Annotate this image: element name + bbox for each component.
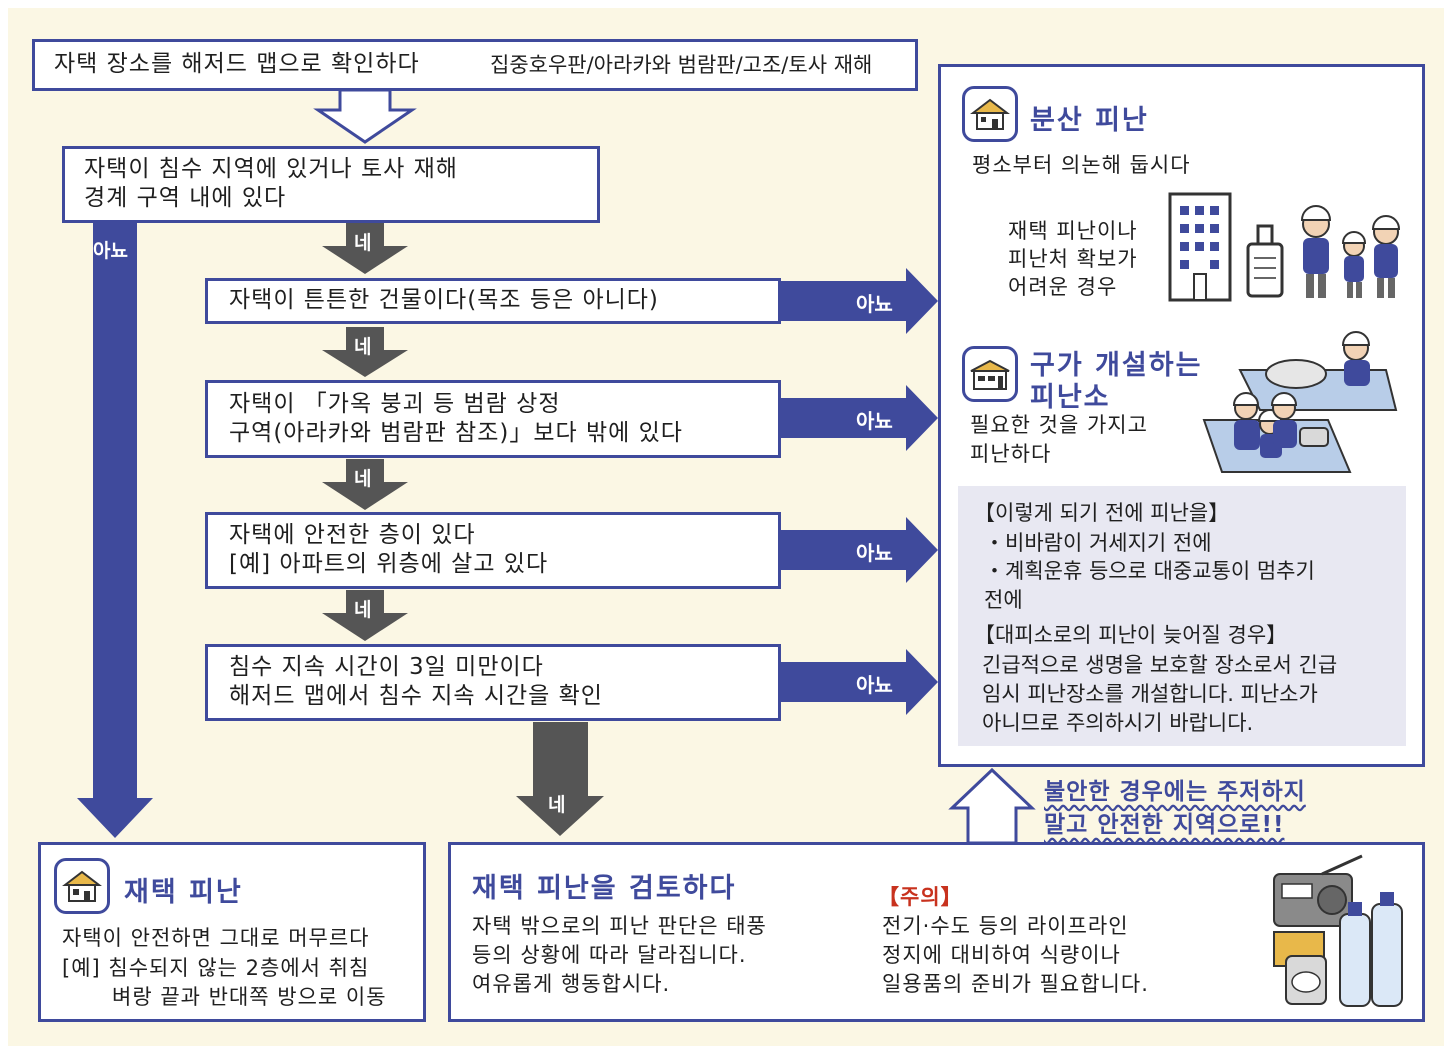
warning-line-1: 불안한 경우에는 주저하지	[1044, 779, 1306, 805]
question-box-1	[62, 146, 600, 223]
no-arrow-2	[780, 268, 938, 334]
q5-line-2: 해저드 맵에서 침수 지속 시간을 확인	[229, 683, 603, 709]
caution-label: 【주의】	[878, 885, 963, 909]
no-arrow-3	[780, 385, 938, 451]
q1-line-2: 경계 구역 내에 있다	[84, 185, 287, 211]
consider-line-1: 자택 밖으로의 피난 판단은 태풍	[472, 914, 767, 938]
warning-line-2: 말고 안전한 지역으로!!	[1044, 812, 1285, 838]
q4-line-1: 자택에 안전한 층이 있다	[229, 522, 476, 548]
yes-arrow-5	[516, 722, 604, 836]
dispersed-evacuation-title: 분산 피난	[1030, 105, 1149, 136]
yes-arrow-2	[322, 327, 408, 377]
q5-line-1: 침수 지속 시간이 3일 미만이다	[229, 654, 544, 680]
no-label-3: 아뇨	[856, 409, 893, 433]
no-label-4: 아뇨	[856, 541, 893, 565]
home-evacuation-title: 재택 피난	[124, 877, 243, 908]
question-box-5	[205, 644, 781, 721]
no-label-5: 아뇨	[856, 673, 893, 697]
house-icon	[962, 86, 1018, 142]
building-evacuees-illustration	[1168, 192, 1401, 302]
note-line-5: 【대피소로의 피난이 늦어질 경우】	[974, 623, 1288, 647]
yes-arrow-4	[322, 590, 408, 641]
evacuation-note-panel	[958, 486, 1406, 746]
caution-line-1: 전기·수도 등의 라이프라인	[882, 914, 1129, 938]
difficult-line-3: 어려운 경우	[1008, 275, 1118, 299]
yes-arrow-1	[322, 223, 408, 274]
note-line-1: 【이렇게 되기 전에 피난을】	[974, 501, 1230, 525]
q4-line-2: [예] 아파트의 위층에 살고 있다	[229, 551, 549, 577]
note-line-3: ・계획운휴 등으로 대중교통이 멈추기	[984, 559, 1315, 583]
consider-line-2: 등의 상황에 따라 달라집니다.	[472, 943, 747, 967]
emergency-supplies-illustration	[1273, 854, 1403, 1007]
home-icon	[54, 858, 110, 914]
note-line-6: 긴급적으로 생명을 보호할 장소로서 긴급	[982, 653, 1338, 677]
q3-line-1: 자택이 「가옥 붕괴 등 범람 상정	[229, 391, 561, 417]
shelter-title-1: 구가 개설하는	[1030, 350, 1203, 381]
difficult-line-1: 재택 피난이나	[1008, 219, 1138, 243]
home-line-1: 자택이 안전하면 그대로 머무르다	[62, 926, 370, 950]
dispersed-evacuation-sub: 평소부터 의논해 둡시다	[972, 153, 1191, 177]
difficult-line-2: 피난처 확보가	[1008, 247, 1138, 271]
shelter-sub-2: 피난하다	[970, 442, 1052, 466]
note-line-4: 전에	[984, 588, 1023, 612]
no-arrow-5	[780, 649, 938, 715]
hollow-arrow-up	[948, 767, 1036, 845]
consider-line-3: 여유롭게 행동합시다.	[472, 972, 671, 996]
q1-line-1: 자택이 침수 지역에 있거나 토사 재해	[84, 156, 458, 182]
q2-line-1: 자택이 튼튼한 건물이다(목조 등은 아니다)	[229, 287, 659, 313]
yes-arrow-3	[322, 459, 408, 510]
caution-line-2: 정지에 대비하여 식량이나	[882, 943, 1121, 967]
hollow-arrow-down	[313, 88, 417, 144]
shelter-sub-1: 필요한 것을 가지고	[970, 413, 1148, 437]
question-box-4	[205, 512, 781, 589]
yes-label-2: 네	[354, 336, 372, 358]
consider-title: 재택 피난을 검토하다	[472, 873, 737, 904]
note-line-2: ・비바람이 거세지기 전에	[984, 531, 1212, 555]
hazard-map-title: 자택 장소를 해저드 맵으로 확인하다	[54, 51, 420, 77]
hazard-map-editions: 집중호우판/아라카와 범람판/고조/토사 재해	[490, 53, 873, 77]
shelter-people-illustration	[1202, 331, 1398, 473]
q1-no-arrow	[77, 221, 153, 838]
note-line-8: 아니므로 주의하시기 바랍니다.	[982, 711, 1254, 735]
home-line-2: [예] 침수되지 않는 2층에서 취침	[62, 956, 370, 980]
yes-label-4: 네	[354, 599, 372, 621]
shelter-title-2: 피난소	[1030, 382, 1111, 413]
yes-label-3: 네	[354, 468, 372, 490]
question-box-2	[205, 278, 781, 324]
hazard-map-box	[32, 39, 918, 91]
home-line-3: 벼랑 끝과 반대쪽 방으로 이동	[112, 985, 387, 1009]
no-arrow-4	[780, 517, 938, 583]
no-label-q1: 아뇨	[93, 240, 128, 262]
note-line-7: 임시 피난장소를 개설합니다. 피난소가	[982, 682, 1318, 706]
no-label-2: 아뇨	[856, 292, 893, 316]
question-box-3	[205, 380, 781, 458]
consider-home-evacuation-box	[448, 842, 1425, 1022]
yes-label-5: 네	[548, 794, 566, 816]
q3-line-2: 구역(아라카와 범람판 참조)」보다 밖에 있다	[229, 420, 683, 446]
shelter-icon	[962, 346, 1018, 402]
yes-label-1: 네	[354, 232, 372, 254]
caution-line-3: 일용품의 준비가 필요합니다.	[882, 972, 1149, 996]
